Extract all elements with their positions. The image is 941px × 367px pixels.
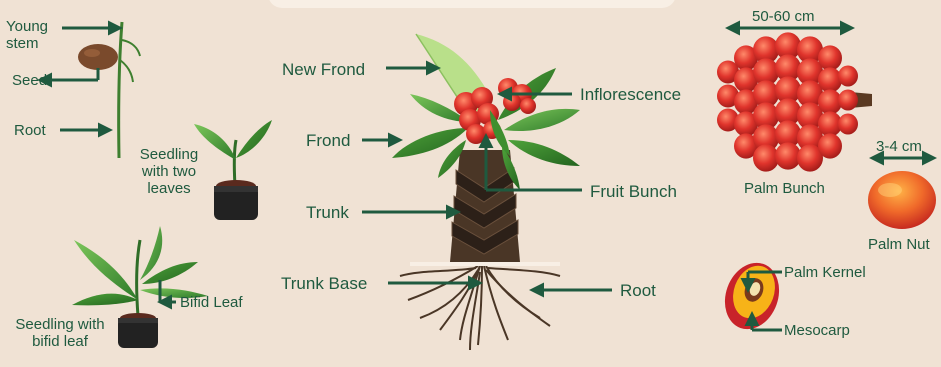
- top-banner: [268, 0, 676, 8]
- label-bunch-size: 50-60 cm: [752, 8, 815, 25]
- bunch-fruitlet: [818, 133, 842, 158]
- bunch-fruitlet: [818, 67, 842, 92]
- label-trunk: Trunk: [306, 203, 349, 222]
- bunch-fruitlet: [838, 114, 858, 135]
- label-frond: Frond: [306, 131, 350, 150]
- label-seedling-bifid-leaf: Seedling with bifid leaf: [4, 316, 116, 350]
- label-bifid-leaf: Bifid Leaf: [180, 294, 243, 311]
- palm-nut-icon: [868, 171, 936, 229]
- label-trunk-base: Trunk Base: [281, 274, 367, 293]
- bunch-fruitlet: [818, 45, 842, 70]
- palm-tree: [392, 34, 580, 350]
- label-root-seedling: Root: [14, 122, 46, 139]
- label-palm-kernel: Palm Kernel: [784, 264, 866, 281]
- label-root-palm: Root: [620, 281, 656, 300]
- label-fruit-bunch: Fruit Bunch: [590, 182, 677, 201]
- label-palm-bunch: Palm Bunch: [744, 180, 825, 197]
- bunch-fruitlet: [775, 142, 801, 169]
- palm-roots: [400, 266, 560, 350]
- young-seedling: [78, 22, 140, 158]
- label-seedling-two-leaves: Seedling with two leaves: [132, 146, 206, 197]
- label-seed: Seed: [12, 72, 47, 89]
- label-nut-size: 3-4 cm: [876, 138, 922, 155]
- fruit-bunch-icon: [454, 87, 501, 144]
- label-inflorescence: Inflorescence: [580, 85, 681, 104]
- label-palm-nut: Palm Nut: [868, 236, 930, 253]
- seed-icon: [78, 44, 118, 70]
- bunch-fruitlet: [753, 144, 779, 171]
- label-young-stem: Young stem: [6, 18, 48, 52]
- bunch-fruitlet: [838, 90, 858, 111]
- palm-bunch-icon: [717, 32, 872, 171]
- bunch-fruitlet: [838, 66, 858, 87]
- label-new-frond: New Frond: [282, 60, 365, 79]
- label-mesocarp: Mesocarp: [784, 322, 850, 339]
